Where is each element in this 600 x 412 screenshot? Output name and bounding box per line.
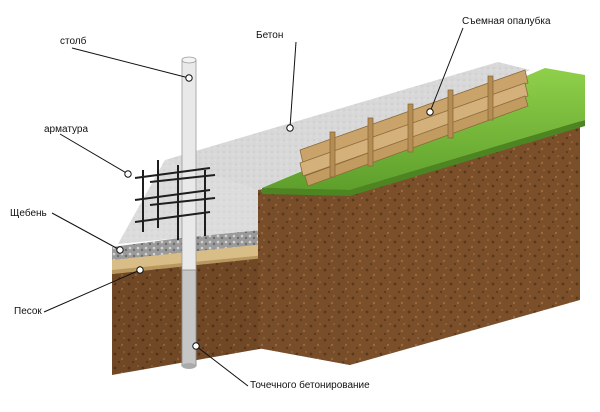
label-sand: Песок — [14, 306, 42, 317]
removable-formwork — [299, 69, 529, 187]
label-concrete: Бетон — [256, 30, 284, 41]
label-post: столб — [60, 36, 87, 47]
label-point-concreting: Точечного бетонирование — [250, 380, 370, 391]
label-rebar: арматура — [44, 124, 89, 135]
rebar-cage — [134, 160, 216, 240]
label-formwork: Съемная опалубка — [462, 16, 551, 27]
leader-lines — [43, 27, 464, 387]
leader-dots — [116, 74, 434, 350]
post-pillar — [181, 56, 197, 369]
label-gravel: Щебень — [10, 208, 47, 219]
